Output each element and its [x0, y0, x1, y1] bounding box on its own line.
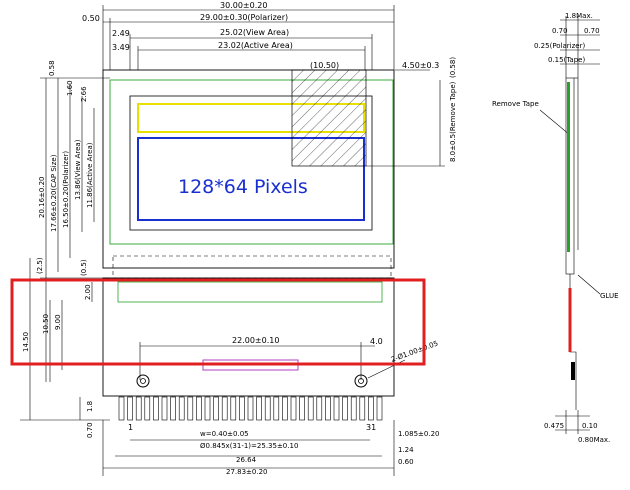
pin-1-label: 1: [128, 423, 133, 432]
connector-pin: [247, 396, 254, 421]
connector-pin: [307, 396, 314, 421]
connector-pin: [204, 396, 211, 421]
dim-gap-b: 2.49: [112, 29, 130, 38]
dim-overall-height: 20.16±0.20: [38, 177, 46, 219]
dim-f: 1.8: [86, 401, 94, 412]
pixels-label: 128*64 Pixels: [178, 176, 308, 198]
connector-pin: [342, 396, 348, 421]
dim-gap-c: 3.49: [112, 43, 130, 52]
side-view: [539, 16, 601, 434]
side-ic: [571, 362, 575, 380]
connector-pin: [256, 396, 262, 421]
connector-pin: [273, 396, 280, 421]
connector-pin: [118, 396, 125, 421]
connector-pin: [282, 396, 288, 421]
dim-active-height: 11.86(Active Area): [86, 142, 94, 208]
side-max: 1.8Max.: [565, 12, 593, 20]
connector-pin: [290, 396, 297, 421]
dim-active-width: 23.02(Active Area): [218, 41, 293, 50]
connector-pin: [316, 396, 323, 421]
highlight-frame: [10, 278, 426, 366]
connector-pin: [178, 396, 185, 421]
connector-pin: [213, 396, 219, 421]
active-area: [137, 137, 365, 221]
side-t2: 0.70: [584, 27, 600, 35]
dim-polarizer-height: 16.50±0.20(Polarizer): [62, 151, 70, 228]
side-b1: 0.475: [544, 422, 564, 430]
connector-pin: [161, 396, 168, 421]
fpc-fold-area: [112, 255, 392, 279]
dim-tape-offset: 4.50±0.3: [402, 61, 439, 70]
dim-pitch: Ø0.845x(31-1)=25.35±0.10: [200, 442, 298, 450]
dim-remove-tape: 8.0±0.5(Remove Tape): [449, 81, 457, 162]
dim-d: 9.00: [54, 314, 62, 330]
dim-g: 0.70: [86, 422, 94, 438]
dim-overall-width: 30.00±0.20: [220, 1, 267, 10]
pcb-outline: [102, 277, 395, 397]
remove-tape-area: [291, 69, 367, 167]
pin-31-label: 31: [366, 423, 376, 432]
dim-b: (0.5): [80, 259, 88, 276]
side-polarizer-label: 0.25(Polarizer): [534, 42, 585, 50]
connector-pin: [299, 396, 305, 421]
connector-pin: [230, 396, 237, 421]
dim-holes: 22.00±0.10: [232, 336, 279, 345]
dim-view-height: 13.86(View Area): [74, 139, 82, 200]
side-remove-tape: Remove Tape: [492, 100, 539, 108]
mount-hole-left: [136, 374, 150, 388]
glass-outline: [102, 69, 395, 269]
connector-pin: [359, 396, 366, 421]
connector-pin: [333, 396, 340, 421]
dim-gap-a: 0.50: [82, 14, 100, 23]
connector-pin: [376, 396, 383, 421]
dim-a: (2.5): [36, 257, 44, 274]
connector-pin: [144, 396, 151, 421]
mount-hole-right: [354, 374, 368, 388]
dim-r3: 0.60: [398, 458, 414, 466]
dim-pin-width: w=0.40±0.05: [200, 430, 249, 438]
dim-e: 2.00: [84, 284, 92, 300]
connector-pin: [127, 396, 133, 421]
connector-pin: [170, 396, 176, 421]
dim-lower: 14.50: [22, 332, 30, 352]
connector-pin: [239, 396, 245, 421]
connector-pin: [187, 396, 194, 421]
pcb-polarizer-edge: [117, 281, 383, 303]
connector-pin: [135, 396, 142, 421]
side-glue: GLUE: [600, 292, 619, 300]
side-b2: 0.10: [582, 422, 598, 430]
connector-pin: [196, 396, 202, 421]
view-area: [129, 95, 373, 231]
dim-hole-note: 2-Ø1.00±0.05: [390, 339, 439, 363]
dim-polarizer-width: 29.00±0.30(Polarizer): [200, 13, 288, 22]
dim-w2: 27.83±0.20: [226, 468, 268, 476]
polarizer-outline: [109, 79, 394, 245]
left-dimensions: [20, 77, 110, 421]
connector-pin: [264, 396, 271, 421]
dim-w1: 26.64: [236, 456, 257, 464]
side-tape-label: 0.15(Tape): [548, 56, 585, 64]
connector-pin: [153, 396, 159, 421]
dim-hole-r: 4.0: [370, 337, 383, 346]
dim-cap-height: 17.66±0.20(CAP Size): [50, 154, 58, 232]
dim-tape-r: (0.58): [449, 57, 457, 78]
dim-c: 10.50: [42, 314, 50, 334]
dim-r1: 1.085±0.20: [398, 430, 440, 438]
dim-view-width: 25.02(View Area): [220, 28, 289, 37]
dim-g1: 1.60: [66, 80, 74, 96]
dim-tape-width: (10.50): [310, 61, 339, 70]
connector-pin: [325, 396, 331, 421]
dim-top-gap: 0.58: [48, 60, 56, 76]
connector-pin: [221, 396, 228, 421]
side-bmax: 0.80Max.: [578, 436, 610, 444]
side-t1: 0.70: [552, 27, 568, 35]
dim-r2: 1.24: [398, 446, 414, 454]
side-polarizer: [567, 82, 570, 252]
connector-pin: [368, 396, 374, 421]
connector-pin: [350, 396, 357, 421]
dim-g2: 2.66: [80, 86, 88, 102]
connector-pins: [118, 396, 383, 421]
